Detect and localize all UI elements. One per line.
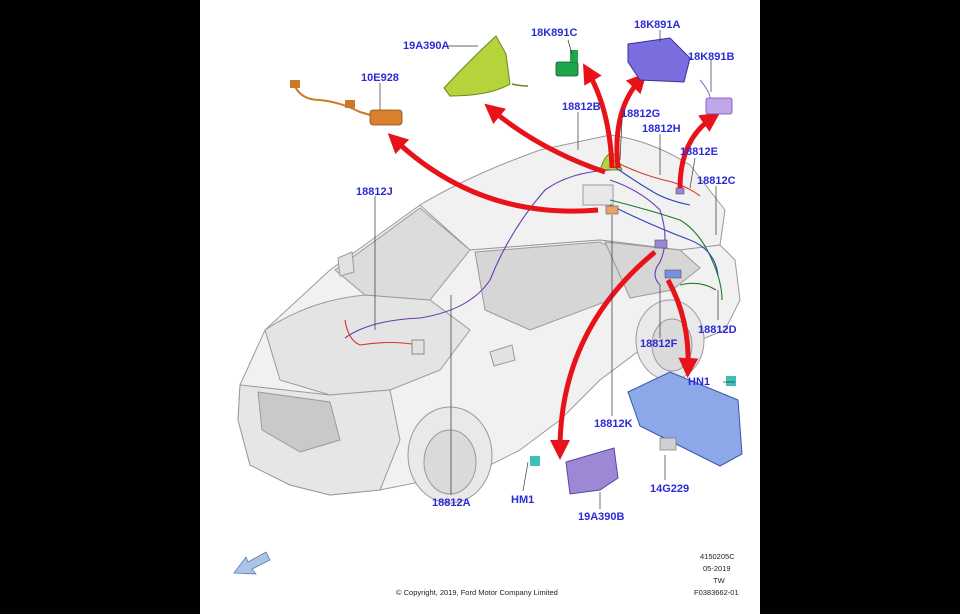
label-18K891A: 18K891A — [634, 19, 681, 31]
label-18812C: 18812C — [697, 175, 736, 187]
component-19A390A — [443, 35, 529, 97]
roof-module-shape — [582, 184, 614, 206]
label-HN1: HN1 — [688, 376, 711, 388]
revision-date: 05-2019 — [703, 564, 731, 573]
label-14G229: 14G229 — [650, 483, 690, 495]
harness-connectors — [411, 187, 685, 355]
label-10E928: 10E928 — [361, 72, 399, 84]
label-19A390A: 19A390A — [403, 40, 450, 52]
leader-lines — [374, 30, 735, 509]
label-18812D: 18812D — [698, 324, 737, 336]
component-18K891A — [627, 37, 691, 83]
label-HM1: HM1 — [511, 494, 535, 506]
figure-id: F0383662-01 — [694, 588, 739, 597]
label-18812K: 18812K — [594, 418, 633, 430]
component-19A390B — [530, 447, 619, 495]
label-19A390B: 19A390B — [578, 511, 625, 523]
direction-arrow-icon — [233, 551, 271, 575]
vehicle-body — [237, 134, 741, 504]
copyright-notice: © Copyright, 2019, Ford Motor Company Li… — [396, 588, 558, 597]
label-18812G: 18812G — [621, 108, 661, 120]
label-18K891C: 18K891C — [531, 27, 578, 39]
label-18812A: 18812A — [432, 497, 471, 509]
label-18812F: 18812F — [640, 338, 678, 350]
label-18812H: 18812H — [642, 123, 681, 135]
component-18K891B — [699, 79, 733, 115]
component-14G229 — [627, 371, 743, 467]
component-10E928 — [290, 80, 403, 126]
reference-number: 4150205C — [700, 552, 735, 561]
region-code: TW — [713, 576, 725, 585]
label-18812J: 18812J — [356, 186, 393, 198]
label-18812E: 18812E — [680, 146, 718, 158]
component-18K891C — [555, 50, 579, 77]
wiring-harness — [344, 159, 723, 346]
label-18K891B: 18K891B — [688, 51, 735, 63]
callout-arrows — [387, 63, 721, 460]
label-18812B: 18812B — [562, 101, 601, 113]
